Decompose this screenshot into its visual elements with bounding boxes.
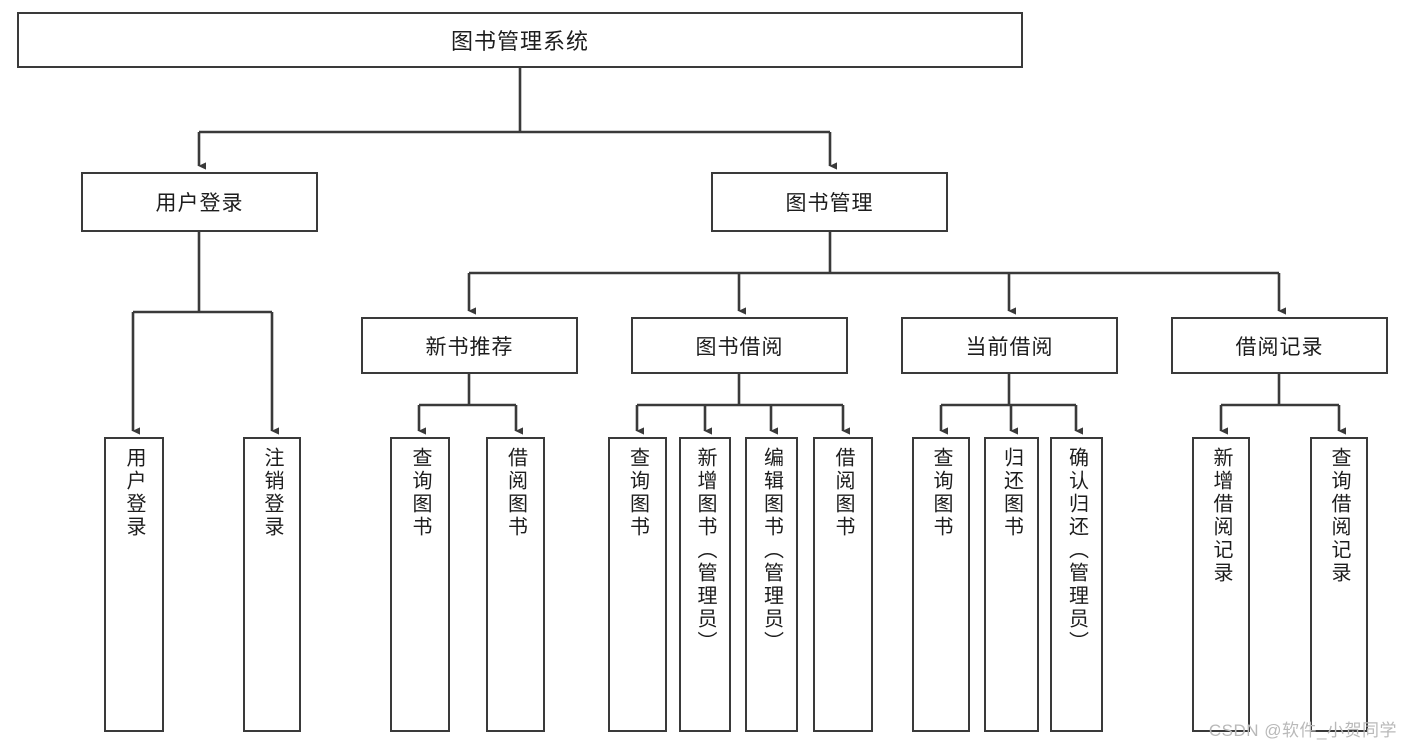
node-leaf-label: 借阅图书 xyxy=(504,447,527,539)
node-leaf-label: 查询图书 xyxy=(626,447,649,539)
node-new-book-recommend[interactable]: 新书推荐 xyxy=(361,317,578,374)
node-leaf-label: 新增图书（管理员） xyxy=(694,447,716,654)
node-leaf-borrow-book-rec[interactable]: 借阅图书 xyxy=(486,437,545,732)
node-root-label: 图书管理系统 xyxy=(450,29,589,54)
node-leaf-add-book-admin[interactable]: 新增图书（管理员） xyxy=(679,437,731,732)
node-current-borrow-label: 当前借阅 xyxy=(965,335,1054,359)
node-leaf-label: 查询借阅记录 xyxy=(1328,447,1350,585)
node-root-book-management-system[interactable]: 图书管理系统 xyxy=(17,12,1023,68)
node-borrow-record[interactable]: 借阅记录 xyxy=(1171,317,1388,374)
node-user-login[interactable]: 用户登录 xyxy=(81,172,318,232)
edge-group-user-login xyxy=(131,232,279,435)
edge-group-current-borrow xyxy=(939,374,1083,435)
csdn-watermark: CSDN @软件_小贺同学 xyxy=(1208,721,1397,740)
node-leaf-query-borrow-record[interactable]: 查询借阅记录 xyxy=(1310,437,1368,732)
node-current-borrow[interactable]: 当前借阅 xyxy=(901,317,1118,374)
node-leaf-query-book-current[interactable]: 查询图书 xyxy=(912,437,970,732)
node-leaf-label: 查询图书 xyxy=(409,447,431,539)
node-leaf-label: 编辑图书（管理员） xyxy=(760,447,783,654)
node-leaf-return-book[interactable]: 归还图书 xyxy=(984,437,1039,732)
node-leaf-label: 查询图书 xyxy=(930,447,952,539)
node-leaf-user-login[interactable]: 用户登录 xyxy=(104,437,164,732)
node-leaf-label: 归还图书 xyxy=(1000,447,1023,539)
node-user-login-label: 用户登录 xyxy=(155,192,244,215)
node-book-management[interactable]: 图书管理 xyxy=(711,172,948,232)
node-leaf-query-book-borrow[interactable]: 查询图书 xyxy=(608,437,667,732)
node-leaf-label: 新增借阅记录 xyxy=(1210,447,1232,585)
edge-group-book-borrow xyxy=(635,374,850,435)
node-book-borrow[interactable]: 图书借阅 xyxy=(631,317,848,374)
node-leaf-confirm-return-admin[interactable]: 确认归还（管理员） xyxy=(1050,437,1103,732)
node-leaf-edit-book-admin[interactable]: 编辑图书（管理员） xyxy=(745,437,798,732)
node-new-book-recommend-label: 新书推荐 xyxy=(425,335,514,359)
node-borrow-record-label: 借阅记录 xyxy=(1235,335,1324,359)
edge-group-book-mgmt xyxy=(467,232,1286,315)
node-book-management-label: 图书管理 xyxy=(785,192,874,215)
edge-group-new-book-rec xyxy=(417,374,523,435)
node-leaf-query-book-rec[interactable]: 查询图书 xyxy=(390,437,450,732)
node-leaf-label: 注销登录 xyxy=(261,447,283,539)
node-leaf-label: 借阅图书 xyxy=(832,447,854,539)
node-leaf-label: 用户登录 xyxy=(123,447,145,539)
node-leaf-logout[interactable]: 注销登录 xyxy=(243,437,301,732)
node-leaf-add-borrow-record[interactable]: 新增借阅记录 xyxy=(1192,437,1250,732)
node-leaf-borrow-book[interactable]: 借阅图书 xyxy=(813,437,873,732)
edge-group-borrow-record xyxy=(1219,374,1346,435)
node-leaf-label: 确认归还（管理员） xyxy=(1065,447,1088,654)
edge-group-root xyxy=(197,68,837,170)
node-book-borrow-label: 图书借阅 xyxy=(695,335,784,359)
